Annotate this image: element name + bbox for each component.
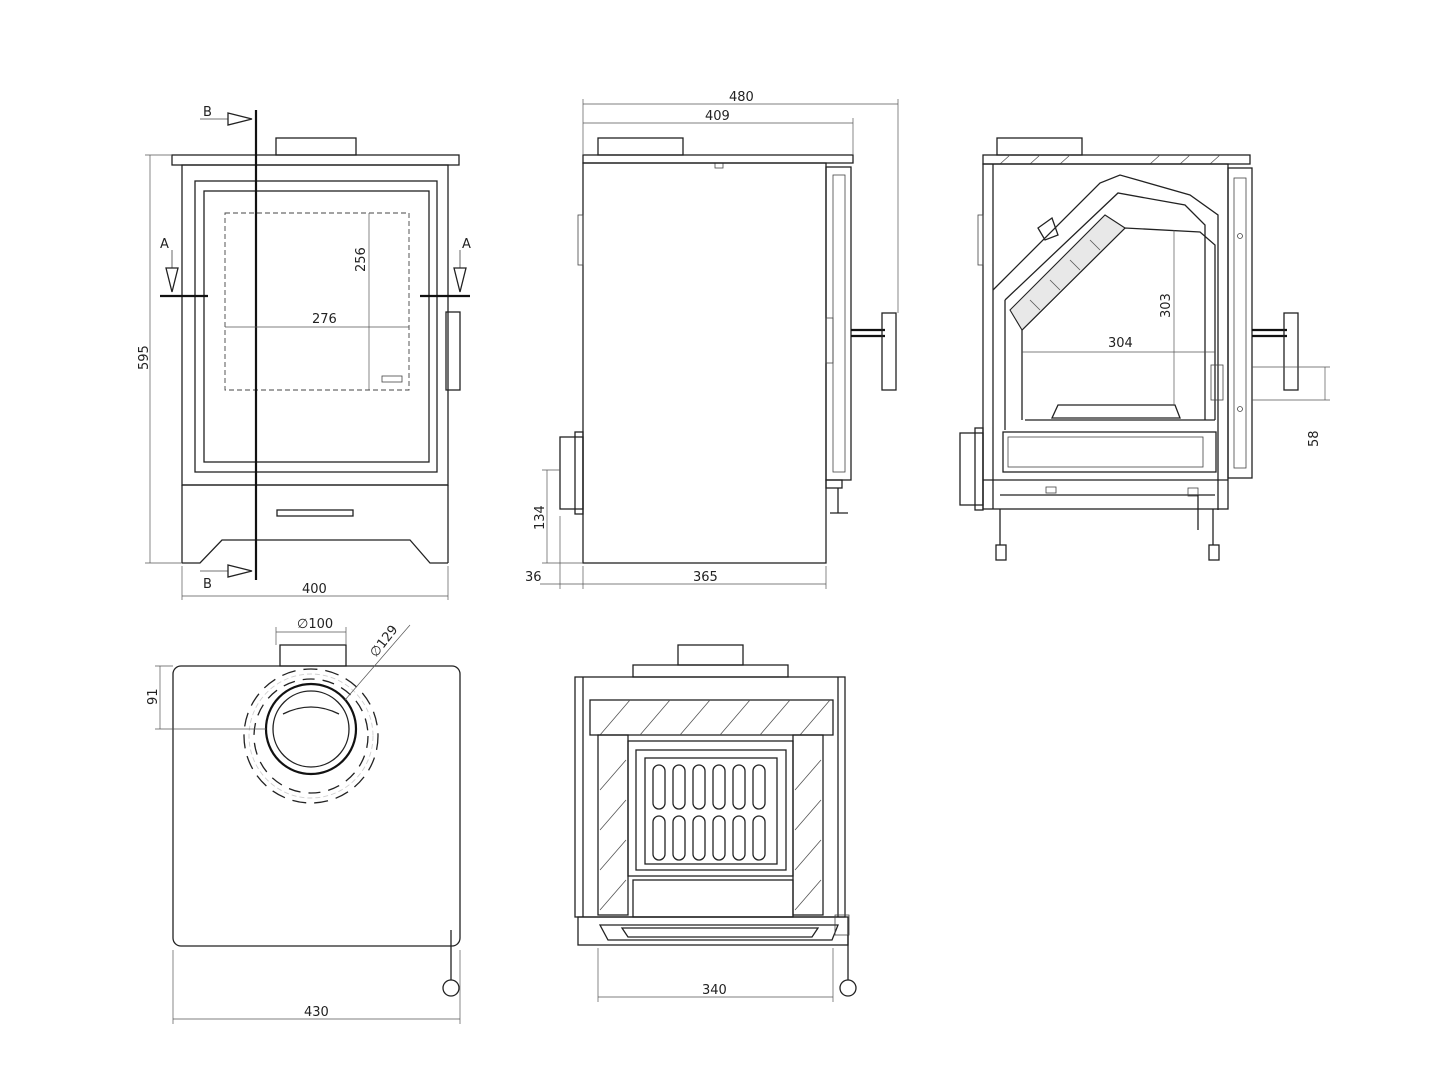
section-label-b-top: B	[203, 105, 212, 120]
top-flue-diameter-dimension: ∅100	[297, 617, 333, 632]
bottom-width-dimension: 340	[702, 983, 727, 998]
top-view: ∅100 ∅129 91 430	[146, 617, 461, 1024]
grate-slots	[652, 764, 766, 861]
side-outlet-height-dimension: 134	[533, 505, 548, 530]
front-height-dimension: 595	[137, 345, 152, 370]
side-view: 480 409 365 36 134	[525, 90, 899, 589]
glass-height-dimension: 256	[354, 247, 369, 272]
section-label-a-left: A	[160, 237, 169, 252]
horizontal-section-view: 340	[574, 644, 857, 1002]
top-flue-offset-dimension: 91	[146, 688, 161, 705]
front-width-dimension: 400	[302, 582, 327, 597]
front-view: B B A A 595 400 276 256	[137, 105, 471, 600]
section-label-b-bottom: B	[203, 577, 212, 592]
section-inner-height-dimension: 303	[1159, 293, 1174, 318]
section-view: 303 304 58	[959, 137, 1330, 561]
side-body-width-dimension: 365	[693, 570, 718, 585]
top-width-dimension: 430	[304, 1005, 329, 1020]
side-overall-width-dimension: 480	[729, 90, 754, 105]
section-handle-height-dimension: 58	[1307, 430, 1322, 447]
air-slots	[243, 668, 379, 804]
side-top-width-dimension: 409	[705, 109, 730, 124]
glass-width-dimension: 276	[312, 312, 337, 327]
side-offset-dimension: 36	[525, 570, 542, 585]
section-inner-width-dimension: 304	[1108, 336, 1133, 351]
section-label-a-right: A	[462, 237, 471, 252]
